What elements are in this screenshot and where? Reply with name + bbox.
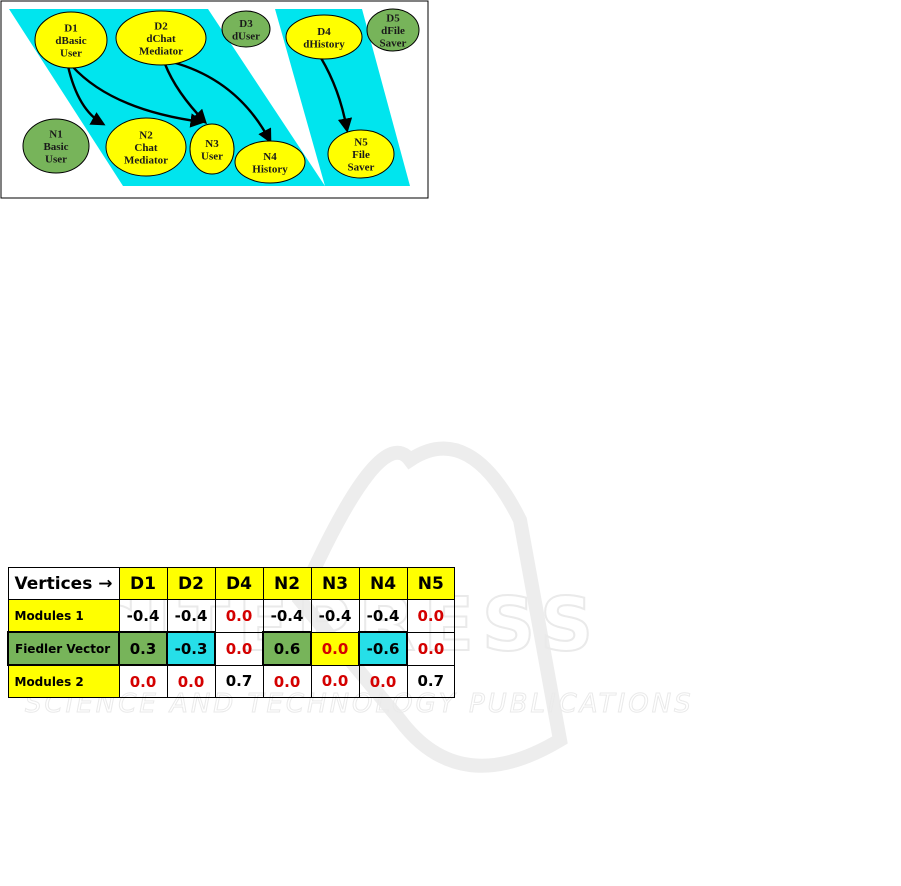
row-label: Modules 1 bbox=[7, 599, 120, 633]
node-n3-shape bbox=[189, 123, 235, 175]
cell-n4: -0.4 bbox=[358, 599, 408, 633]
node-n1-shape bbox=[22, 118, 90, 174]
cell-n3: -0.4 bbox=[310, 599, 360, 633]
node-n4-shape bbox=[234, 140, 306, 184]
edges bbox=[66, 57, 353, 144]
node-n1-label: Basic bbox=[43, 141, 68, 153]
node-n4-label: N4 bbox=[263, 151, 277, 163]
edge-d1-n3 bbox=[71, 65, 205, 128]
node-d3-label: D3 bbox=[239, 18, 253, 30]
cell-n4: 0.0 bbox=[358, 664, 408, 698]
row-label: Modules 2 bbox=[7, 664, 120, 698]
cell-d4: 0.0 bbox=[214, 599, 264, 633]
column-header-n4: N4 bbox=[358, 567, 408, 600]
node-d3-label: dUser bbox=[232, 30, 260, 42]
node-n1-label: N1 bbox=[49, 129, 62, 141]
edge-d2-n4 bbox=[171, 60, 272, 144]
cell-n5: 0.0 bbox=[406, 599, 455, 633]
cell-d2: -0.4 bbox=[166, 599, 216, 633]
cell-n5: 0.0 bbox=[406, 631, 455, 666]
node-n3-label: N3 bbox=[205, 138, 219, 150]
cell-n4: -0.6 bbox=[358, 631, 408, 666]
node-n5-label: File bbox=[352, 149, 370, 161]
cell-d4: 0.7 bbox=[214, 664, 264, 698]
cell-d1: 0.0 bbox=[118, 664, 168, 698]
cell-n5: 0.7 bbox=[406, 664, 455, 698]
cell-n2: 0.6 bbox=[262, 631, 312, 666]
cell-d2: 0.0 bbox=[166, 664, 216, 698]
column-header-d4: D4 bbox=[214, 567, 264, 600]
cell-d1: 0.3 bbox=[118, 631, 168, 666]
cell-d1: -0.4 bbox=[118, 599, 168, 633]
cell-n3: 0.0 bbox=[310, 631, 360, 666]
node-d1-label: User bbox=[60, 48, 82, 60]
node-d5-label: Saver bbox=[380, 38, 407, 50]
node-n2-label: Mediator bbox=[124, 155, 168, 167]
node-d5-label: dFile bbox=[381, 25, 405, 37]
node-d5-label: D5 bbox=[386, 13, 400, 25]
node-n3-label: User bbox=[201, 150, 223, 162]
node-n5-label: N5 bbox=[354, 137, 368, 149]
row-label: Fiedler Vector bbox=[7, 631, 120, 666]
node-d1-shape bbox=[34, 11, 108, 69]
cell-n3: 0.0 bbox=[310, 664, 360, 698]
node-d1-label: D1 bbox=[64, 23, 77, 35]
cell-d2: -0.3 bbox=[166, 631, 216, 666]
node-d1-label: dBasic bbox=[55, 35, 86, 47]
node-d4-label: dHistory bbox=[303, 38, 345, 50]
edge-d4-n5 bbox=[319, 57, 353, 133]
column-header-d2: D2 bbox=[166, 567, 216, 600]
column-header-n3: N3 bbox=[310, 567, 360, 600]
cell-d4: 0.0 bbox=[214, 631, 264, 666]
column-header-n2: N2 bbox=[262, 567, 312, 600]
node-n4-label: History bbox=[252, 163, 288, 175]
cell-n2: -0.4 bbox=[262, 599, 312, 633]
edge-d2-n3 bbox=[163, 63, 208, 125]
node-d2-label: D2 bbox=[154, 21, 168, 33]
node-n2-label: N2 bbox=[139, 130, 153, 142]
watermark-logo bbox=[291, 441, 568, 773]
node-d5-shape bbox=[366, 8, 420, 52]
node-n5-shape bbox=[327, 129, 395, 179]
node-n1-label: User bbox=[45, 154, 67, 166]
node-d2-shape bbox=[115, 10, 207, 66]
edge-d1-n2 bbox=[66, 65, 106, 126]
node-n5-label: Saver bbox=[348, 162, 375, 174]
cell-n2: 0.0 bbox=[262, 664, 312, 698]
node-n2-label: Chat bbox=[134, 142, 158, 154]
node-d4-label: D4 bbox=[317, 26, 331, 38]
vertices-header: Vertices → bbox=[7, 567, 120, 600]
node-n2-shape bbox=[105, 117, 187, 177]
node-d3-shape bbox=[221, 10, 271, 48]
column-header-d1: D1 bbox=[118, 567, 168, 600]
node-d2-label: dChat bbox=[146, 33, 176, 45]
node-d4-shape bbox=[285, 14, 363, 60]
column-header-n5: N5 bbox=[406, 567, 455, 600]
node-d2-label: Mediator bbox=[139, 46, 183, 58]
